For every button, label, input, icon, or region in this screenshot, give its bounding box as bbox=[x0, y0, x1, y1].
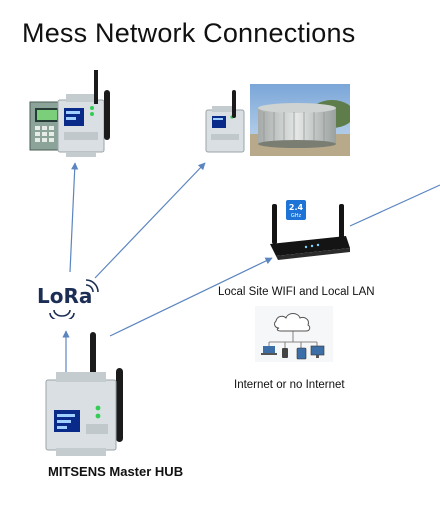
antenna-icon bbox=[94, 70, 110, 140]
wifi-router-label: Local Site WIFI and Local LAN bbox=[218, 286, 375, 298]
master-hub-label: MITSENS Master HUB bbox=[48, 464, 184, 479]
meter-device-node bbox=[29, 70, 110, 157]
laptop-icon bbox=[261, 346, 277, 355]
lora-logo-text: LoRa bbox=[37, 284, 92, 308]
tank-sensor-node bbox=[205, 90, 245, 153]
hub-device-icon bbox=[57, 94, 105, 157]
internet-label: Internet or no Internet bbox=[234, 379, 345, 391]
connector-hub-to-router bbox=[109, 257, 273, 337]
router-icon bbox=[270, 204, 350, 260]
tablet-icon bbox=[296, 347, 307, 360]
water-tank-image bbox=[250, 84, 350, 156]
phone-icon bbox=[282, 348, 288, 358]
connector-lora-to-tank-sensor bbox=[94, 162, 206, 279]
wifi-badge-bottom: GHz bbox=[291, 213, 302, 219]
cloud-icon bbox=[274, 313, 311, 332]
antenna-icon bbox=[90, 332, 123, 442]
hub-device-icon bbox=[45, 372, 117, 456]
lora-logo: LoRa bbox=[37, 279, 99, 319]
connector-router-to-internet bbox=[349, 184, 440, 227]
sensor-device-icon bbox=[205, 106, 245, 153]
antenna-icon bbox=[232, 90, 236, 118]
master-hub-node bbox=[45, 332, 123, 456]
wifi-router-node: 2.4 GHz bbox=[270, 200, 350, 260]
page-title: Mess Network Connections bbox=[22, 18, 356, 48]
desktop-icon bbox=[310, 345, 325, 358]
wifi-badge-top: 2.4 bbox=[289, 203, 304, 212]
connector-lora-to-top-device bbox=[69, 162, 79, 273]
wifi-badge-icon: 2.4 GHz bbox=[286, 200, 306, 220]
internet-node bbox=[255, 306, 333, 362]
signal-wave-icon bbox=[49, 279, 99, 319]
